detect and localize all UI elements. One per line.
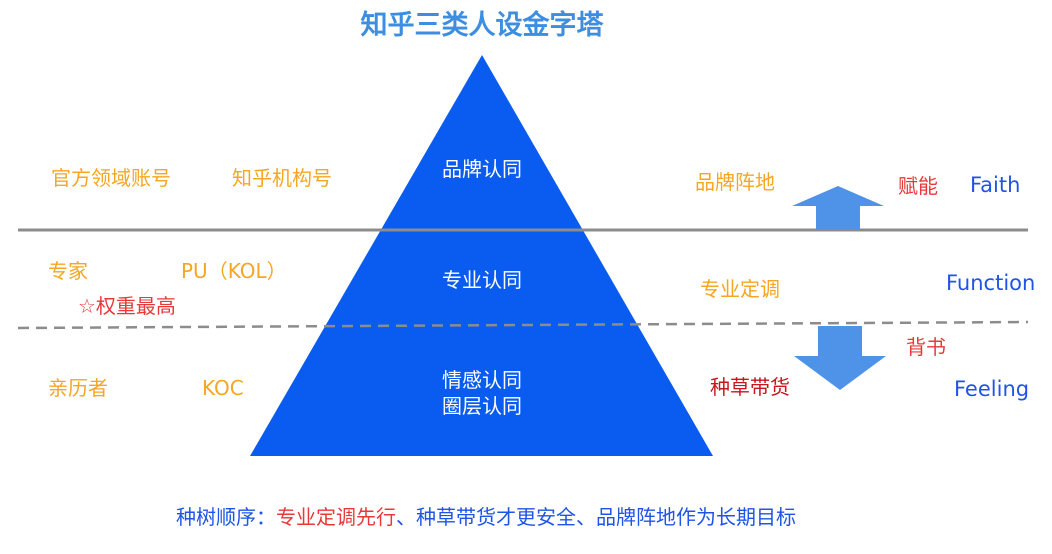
pyramid-shape: [250, 55, 713, 456]
left-pu-kol: PU（KOL）: [181, 259, 287, 283]
right-empower-tag: 赋能: [898, 174, 938, 198]
footer-highlight: 专业定调先行: [276, 505, 396, 529]
left-experiencer: 亲历者: [48, 376, 108, 400]
right-faith: Faith: [970, 173, 1021, 197]
right-feeling: Feeling: [954, 377, 1030, 401]
left-expert: 专家: [48, 259, 88, 283]
pyramid-bottom-label-1: 情感认同: [442, 368, 522, 392]
right-brand-base: 品牌阵地: [695, 170, 775, 194]
right-endorse-tag: 背书: [906, 335, 946, 359]
pyramid-top-label: 品牌认同: [442, 157, 522, 181]
down-arrow-icon: [794, 326, 886, 390]
up-arrow-icon: [792, 186, 884, 230]
pyramid-middle-label: 专业认同: [442, 268, 522, 292]
right-professional-tone: 专业定调: [700, 277, 780, 301]
page-title: 知乎三类人设金字塔: [360, 10, 604, 41]
left-institution-account: 知乎机构号: [232, 166, 332, 190]
right-function: Function: [946, 271, 1036, 295]
left-weight-note: ☆权重最高: [78, 294, 176, 318]
left-official-account: 官方领域账号: [51, 166, 171, 190]
footer-prefix: 种树顺序：: [176, 505, 276, 529]
right-seeding-sales: 种草带货: [710, 375, 790, 399]
footer-note: 种树顺序：专业定调先行、种草带货才更安全、品牌阵地作为长期目标: [0, 507, 972, 527]
pyramid-bottom-label-2: 圈层认同: [442, 394, 522, 418]
dashed-divider-line: [17, 320, 1029, 330]
footer-suffix: 、种草带货才更安全、品牌阵地作为长期目标: [396, 505, 796, 529]
left-koc: KOC: [202, 376, 244, 400]
